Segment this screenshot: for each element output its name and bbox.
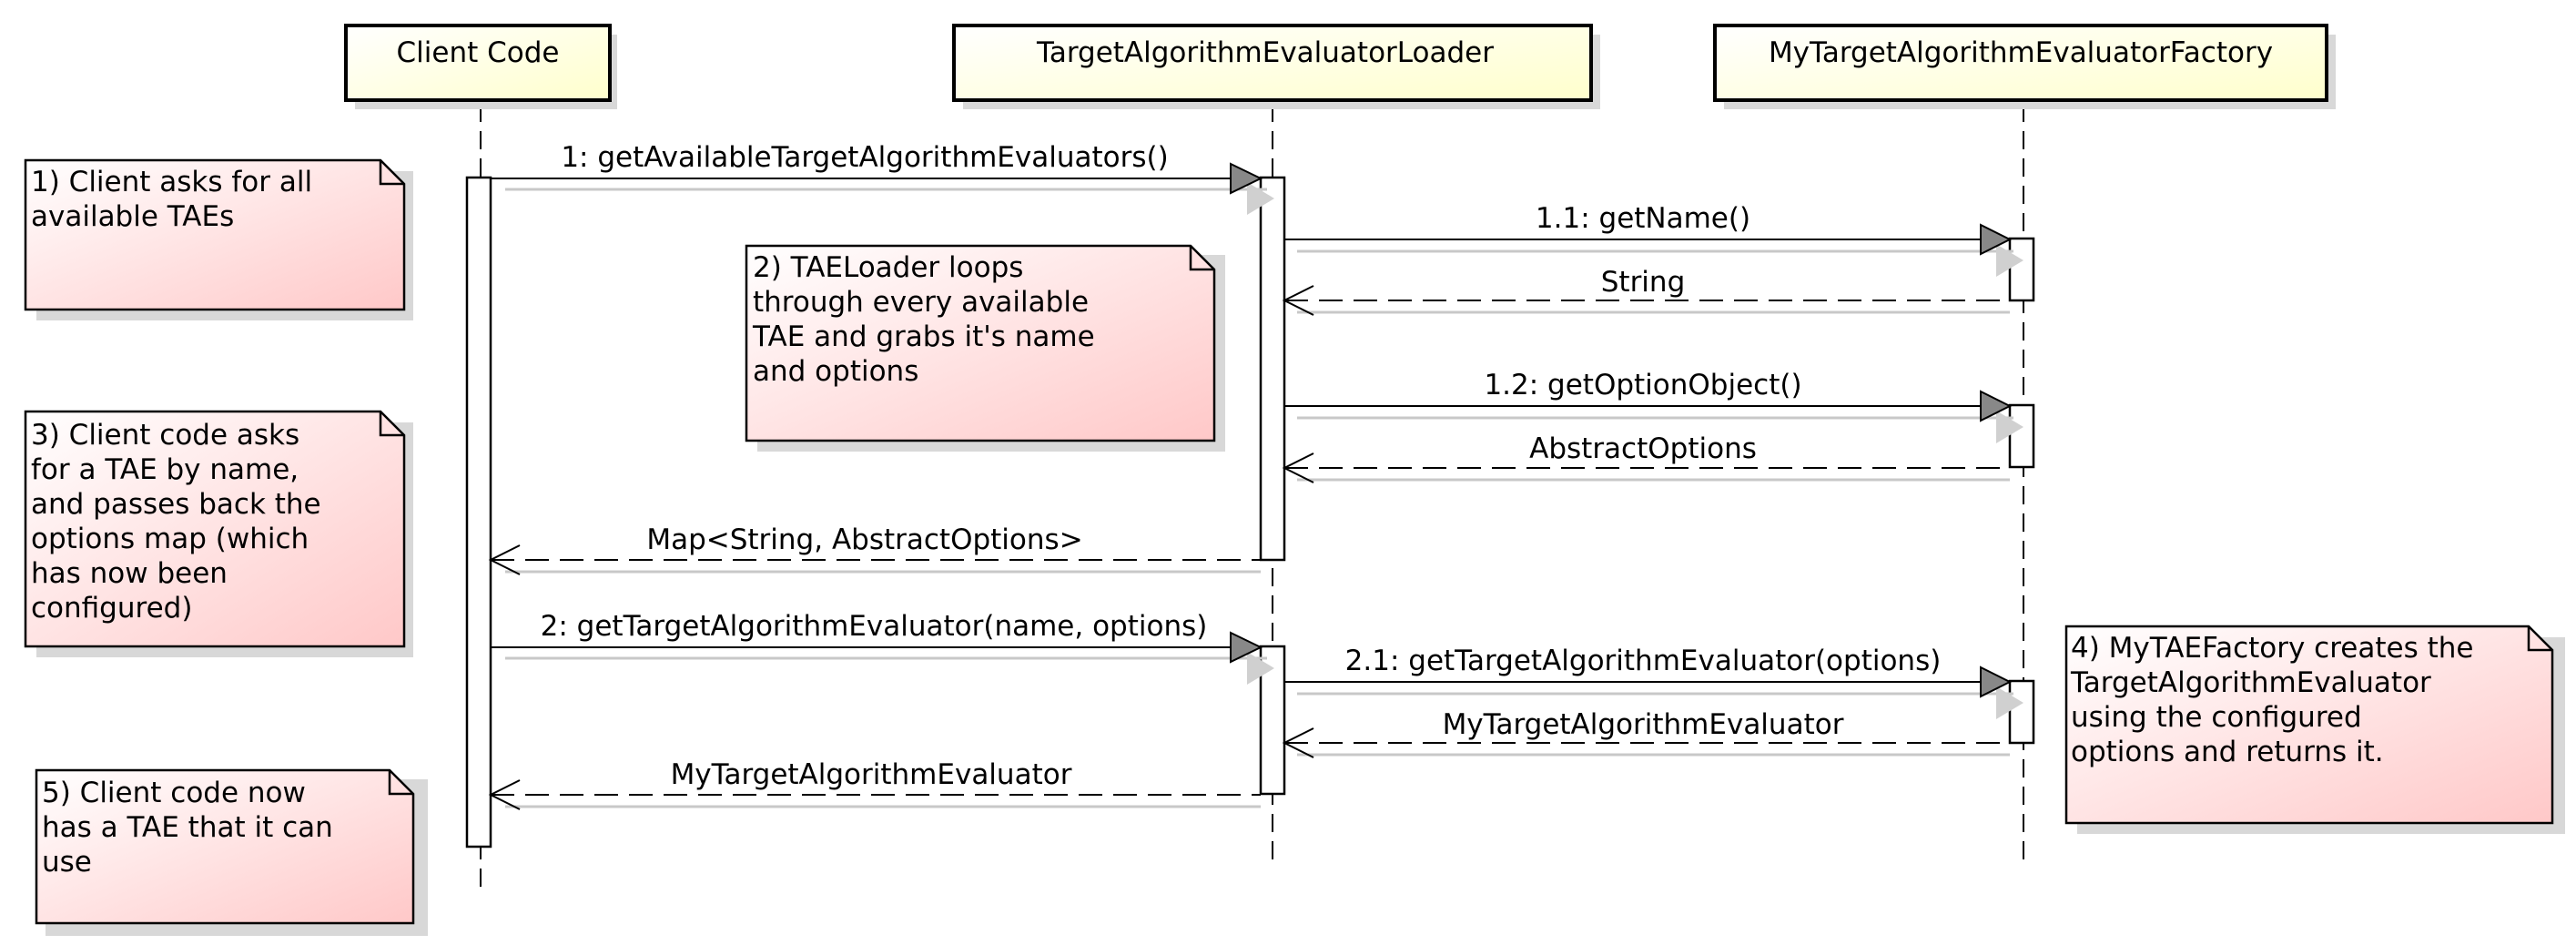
message-label: 2: getTargetAlgorithmEvaluator(name, opt… (541, 610, 1208, 643)
note-5: 5) Client code now has a TAE that it can… (35, 768, 428, 936)
note-line: 2) TAELoader loops (753, 251, 1023, 284)
note-line: 5) Client code now (42, 777, 306, 809)
participant-loader: TargetAlgorithmEvaluatorLoader (952, 24, 1600, 109)
note-line: and passes back the (31, 488, 321, 521)
activation-loader-1 (1259, 176, 1286, 562)
message-return: MyTargetAlgorithmEvaluator (488, 758, 1261, 810)
note-line: and options (753, 355, 918, 388)
note-line: TAE and grabs it's name (752, 320, 1095, 353)
note-text: 5) Client code now has a TAE that it can… (42, 777, 342, 879)
note-line: configured) (31, 592, 192, 625)
participant-loader-name: TargetAlgorithmEvaluatorLoader (1036, 36, 1494, 69)
message-label: MyTargetAlgorithmEvaluator (671, 758, 1072, 791)
message-label: MyTargetAlgorithmEvaluator (1443, 708, 1844, 741)
message-label: String (1601, 266, 1686, 299)
note-line: options and returns it. (2071, 736, 2384, 768)
message-label: Map<String, AbstractOptions> (646, 523, 1082, 556)
note-line: has a TAE that it can (42, 811, 333, 844)
message-label: 1.2: getOptionObject() (1484, 369, 1801, 401)
participant-factory: MyTargetAlgorithmEvaluatorFactory (1713, 24, 2336, 109)
note-text: 3) Client code asks for a TAE by name, a… (31, 419, 330, 625)
message-return: String (1282, 266, 2010, 316)
note-line: options map (which (31, 523, 309, 555)
message-call: 2: getTargetAlgorithmEvaluator(name, opt… (491, 610, 1274, 685)
activation-factory-3 (2008, 679, 2035, 745)
note-text: 1) Client asks for all available TAEs (31, 166, 321, 233)
note-line: available TAEs (31, 200, 234, 233)
note-line: using the configured (2071, 701, 2362, 734)
activation-factory-2 (2008, 403, 2035, 469)
message-return: Map<String, AbstractOptions> (488, 523, 1261, 575)
note-1: 1) Client asks for all available TAEs (24, 158, 413, 320)
note-line: 1) Client asks for all (31, 166, 312, 198)
note-text: 4) MyTAEFactory creates the TargetAlgori… (2070, 632, 2482, 768)
messages: 1: getAvailableTargetAlgorithmEvaluators… (488, 141, 2023, 810)
message-return: AbstractOptions (1282, 432, 2010, 483)
message-call: 1: getAvailableTargetAlgorithmEvaluators… (491, 141, 1274, 215)
note-3: 3) Client code asks for a TAE by name, a… (24, 410, 413, 657)
note-text: 2) TAELoader loops through every availab… (752, 251, 1104, 388)
message-call: 1.2: getOptionObject() (1284, 369, 2023, 443)
message-label: AbstractOptions (1529, 432, 1757, 465)
message-label: 1.1: getName() (1536, 202, 1750, 235)
note-line: for a TAE by name, (31, 453, 299, 486)
note-4: 4) MyTAEFactory creates the TargetAlgori… (2064, 625, 2565, 834)
activation-factory-1 (2008, 237, 2035, 302)
activation-client (465, 176, 492, 848)
message-return: MyTargetAlgorithmEvaluator (1282, 708, 2010, 758)
message-call: 1.1: getName() (1284, 202, 2023, 277)
participant-client-name: Client Code (397, 36, 560, 69)
note-line: has now been (31, 557, 228, 590)
note-line: TargetAlgorithmEvaluator (2070, 666, 2431, 699)
note-2: 2) TAELoader loops through every availab… (745, 244, 1225, 452)
participant-client: Client Code (344, 24, 617, 109)
note-line: 3) Client code asks (31, 419, 299, 452)
note-line: through every available (753, 286, 1089, 319)
note-line: use (42, 846, 92, 879)
message-label: 1: getAvailableTargetAlgorithmEvaluators… (561, 141, 1168, 174)
participant-factory-name: MyTargetAlgorithmEvaluatorFactory (1769, 36, 2273, 69)
message-call: 2.1: getTargetAlgorithmEvaluator(options… (1284, 645, 2023, 719)
activations (465, 176, 2035, 848)
note-line: 4) MyTAEFactory creates the (2071, 632, 2473, 665)
message-label: 2.1: getTargetAlgorithmEvaluator(options… (1345, 645, 1942, 677)
